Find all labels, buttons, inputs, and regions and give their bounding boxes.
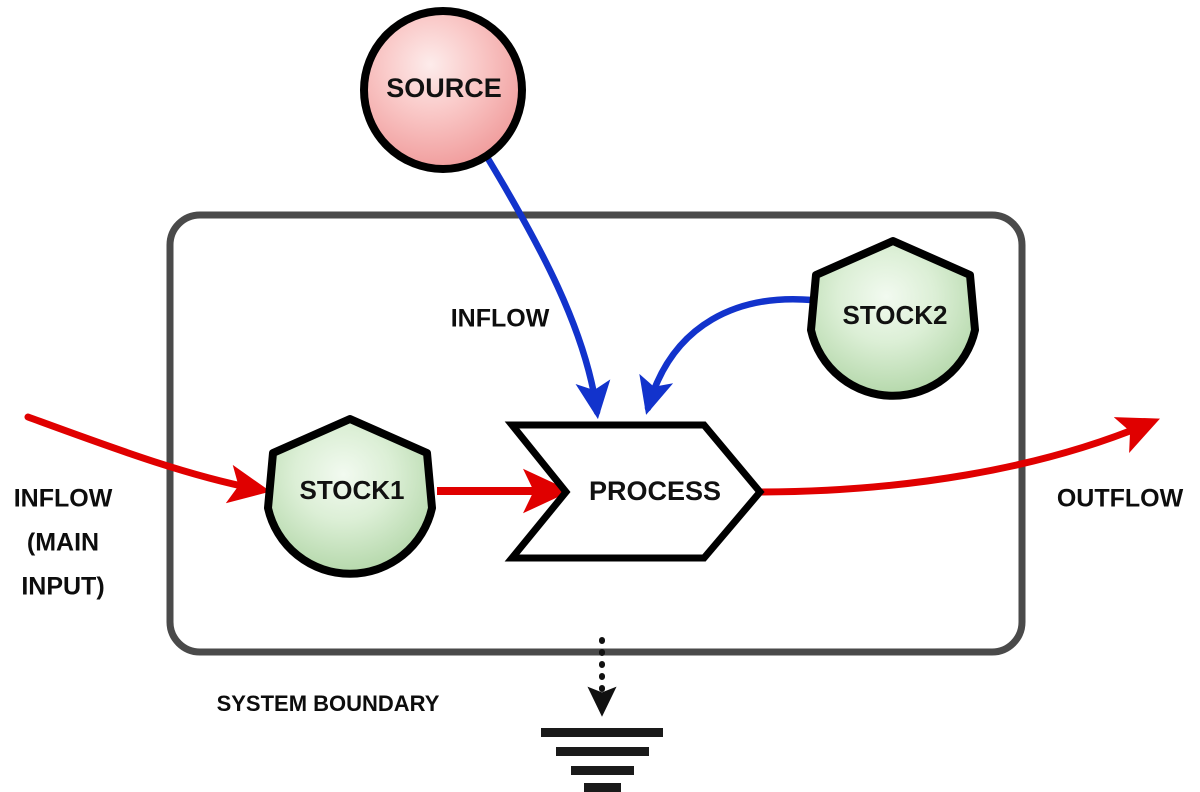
ground-bar-2 (556, 747, 649, 756)
flow-stock2-inflow (639, 296, 816, 415)
stock1-shape[interactable] (264, 415, 436, 578)
label-source-inflow: INFLOW (451, 305, 550, 333)
flow-process-outflow-path (753, 417, 1160, 496)
node-process[interactable]: PROCESS (504, 421, 765, 562)
label-main-inflow: INFLOW (MAIN INPUT) (14, 485, 113, 601)
label-outflow: OUTFLOW (1057, 485, 1184, 513)
flow-main-inflow (24, 413, 271, 504)
system-boundary (166, 211, 1026, 656)
flow-source-inflow (483, 153, 611, 420)
stock1-label: STOCK1 (300, 475, 405, 505)
ground-bar-4 (584, 783, 621, 792)
main-inflow-line-3: INPUT) (21, 573, 104, 601)
node-stock1[interactable]: STOCK1 (264, 415, 436, 578)
label-system-boundary: SYSTEM BOUNDARY (217, 691, 440, 716)
node-stock2[interactable]: STOCK2 (807, 237, 979, 400)
ground-bar-3 (571, 766, 634, 775)
system-boundary-rect (166, 211, 1026, 656)
main-inflow-line-2: (MAIN (27, 529, 99, 557)
main-inflow-line-1: INFLOW (14, 485, 113, 513)
flow-source-inflow-path (483, 153, 611, 420)
sink-ground-icon (541, 728, 663, 792)
source-label: SOURCE (386, 73, 502, 103)
process-shape[interactable] (504, 421, 765, 562)
source-shape[interactable] (360, 7, 526, 173)
stock2-label: STOCK2 (843, 300, 948, 330)
stock2-shape[interactable] (807, 237, 979, 400)
process-label: PROCESS (589, 476, 721, 506)
ground-bar-1 (541, 728, 663, 737)
flow-main-inflow-path (24, 413, 271, 504)
flow-stock2-inflow-path (639, 296, 816, 415)
node-source[interactable]: SOURCE (360, 7, 526, 173)
flow-process-outflow (753, 417, 1160, 496)
